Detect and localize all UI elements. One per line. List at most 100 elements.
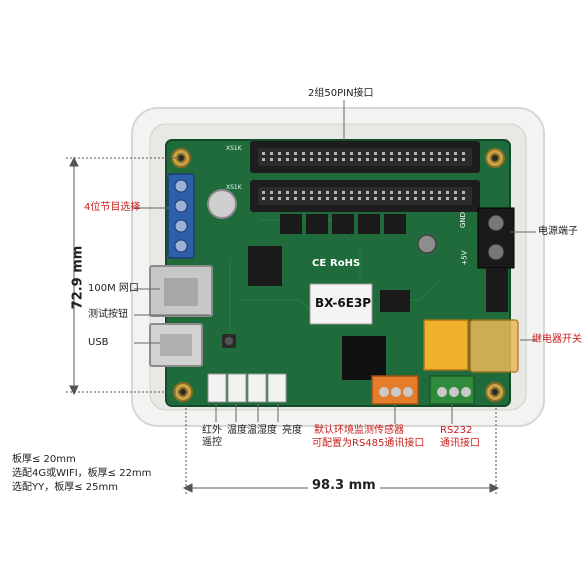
silk-text-2: XS1K <box>226 184 242 191</box>
header-pin <box>414 152 417 155</box>
header-pin <box>286 158 289 161</box>
plus5v-silk: +5V <box>460 250 469 266</box>
header-pin <box>294 197 297 200</box>
header-pin <box>342 158 345 161</box>
header-pin <box>422 152 425 155</box>
header-pin <box>374 152 377 155</box>
label-sensor-2: 可配置为RS485通讯接口 <box>312 438 425 449</box>
header-pin <box>278 197 281 200</box>
header-pin <box>366 152 369 155</box>
header-pin <box>278 158 281 161</box>
label-program-select: 4位节目选择 <box>84 202 141 213</box>
program-selector <box>167 173 195 259</box>
header-pin <box>294 191 297 194</box>
header-pin <box>382 158 385 161</box>
header-pin <box>286 197 289 200</box>
header-pin <box>342 152 345 155</box>
label-rs232-1: RS232 <box>440 425 473 436</box>
header-pin <box>366 191 369 194</box>
header-pin <box>318 191 321 194</box>
header-pin <box>270 158 273 161</box>
header-pin <box>358 158 361 161</box>
header-pin <box>270 152 273 155</box>
header-pin <box>382 191 385 194</box>
header-pin <box>390 152 393 155</box>
label-test-button: 测试按钮 <box>88 309 128 320</box>
label-brightness: 亮度 <box>282 425 302 436</box>
note-1: 板厚≤ 20mm <box>12 454 76 465</box>
label-rs232-2: 通讯接口 <box>440 438 480 449</box>
note-3: 选配YY，板厚≤ 25mm <box>12 482 118 493</box>
label-temperature: 温度 <box>227 425 247 436</box>
header-pin <box>446 158 449 161</box>
header-pin <box>326 191 329 194</box>
header-pin <box>262 197 265 200</box>
mount-holes <box>171 148 505 402</box>
header-pin <box>350 152 353 155</box>
header-pin <box>430 191 433 194</box>
header-pin <box>406 152 409 155</box>
label-power-terminal: 电源端子 <box>538 226 578 237</box>
header-pin <box>342 197 345 200</box>
label-relay-switch: 继电器开关 <box>532 334 582 345</box>
header-pin <box>318 152 321 155</box>
header-pin <box>414 191 417 194</box>
model-label: BX-6E3P <box>315 296 372 310</box>
header-pin <box>422 197 425 200</box>
rohs-mark: RoHS <box>330 258 361 269</box>
header-pin <box>286 152 289 155</box>
header-pin <box>302 152 305 155</box>
header-pin <box>350 197 353 200</box>
header-pin <box>398 152 401 155</box>
header-pin <box>430 197 433 200</box>
header-pin <box>438 152 441 155</box>
header-pin <box>390 158 393 161</box>
header-pin <box>358 191 361 194</box>
header-pin <box>454 191 457 194</box>
header-pin <box>302 191 305 194</box>
header-pin <box>398 158 401 161</box>
header-pin <box>414 158 417 161</box>
header-pin <box>390 191 393 194</box>
header-pin <box>398 191 401 194</box>
header-pin <box>334 152 337 155</box>
header-pin <box>302 197 305 200</box>
header-pin <box>286 191 289 194</box>
header-pin <box>382 152 385 155</box>
header-pin <box>278 152 281 155</box>
header-pin <box>422 158 425 161</box>
header-pin <box>462 191 465 194</box>
header-pin <box>318 197 321 200</box>
label-ir: 红外 遥控 <box>202 425 222 448</box>
header-pin <box>358 152 361 155</box>
model-label-bg <box>309 283 373 325</box>
header-pin <box>438 191 441 194</box>
header-pin <box>350 158 353 161</box>
label-sensor-1: 默认环境监测传感器 <box>314 425 404 436</box>
header-pin <box>270 191 273 194</box>
header-pin <box>342 191 345 194</box>
header-pin <box>446 191 449 194</box>
header-pin <box>350 191 353 194</box>
header-pin <box>262 152 265 155</box>
header-pin <box>462 152 465 155</box>
chip-processor <box>342 336 386 380</box>
header-pin <box>422 191 425 194</box>
header-pin <box>454 197 457 200</box>
header-pin <box>446 197 449 200</box>
header-pin <box>334 158 337 161</box>
header-connectors <box>250 141 480 212</box>
label-top-connector: 2组50PIN接口 <box>308 88 374 99</box>
header-pin <box>366 158 369 161</box>
header-pin <box>414 197 417 200</box>
header-pin <box>310 191 313 194</box>
header-pin <box>438 158 441 161</box>
header-pin <box>382 197 385 200</box>
gnd-silk: GND <box>459 211 468 229</box>
label-temp-humidity: 温湿度 <box>247 425 277 436</box>
height-dimension: 72.9 mm <box>70 245 86 310</box>
label-usb: USB <box>88 337 109 348</box>
header-pin <box>310 197 313 200</box>
header-pin <box>406 197 409 200</box>
